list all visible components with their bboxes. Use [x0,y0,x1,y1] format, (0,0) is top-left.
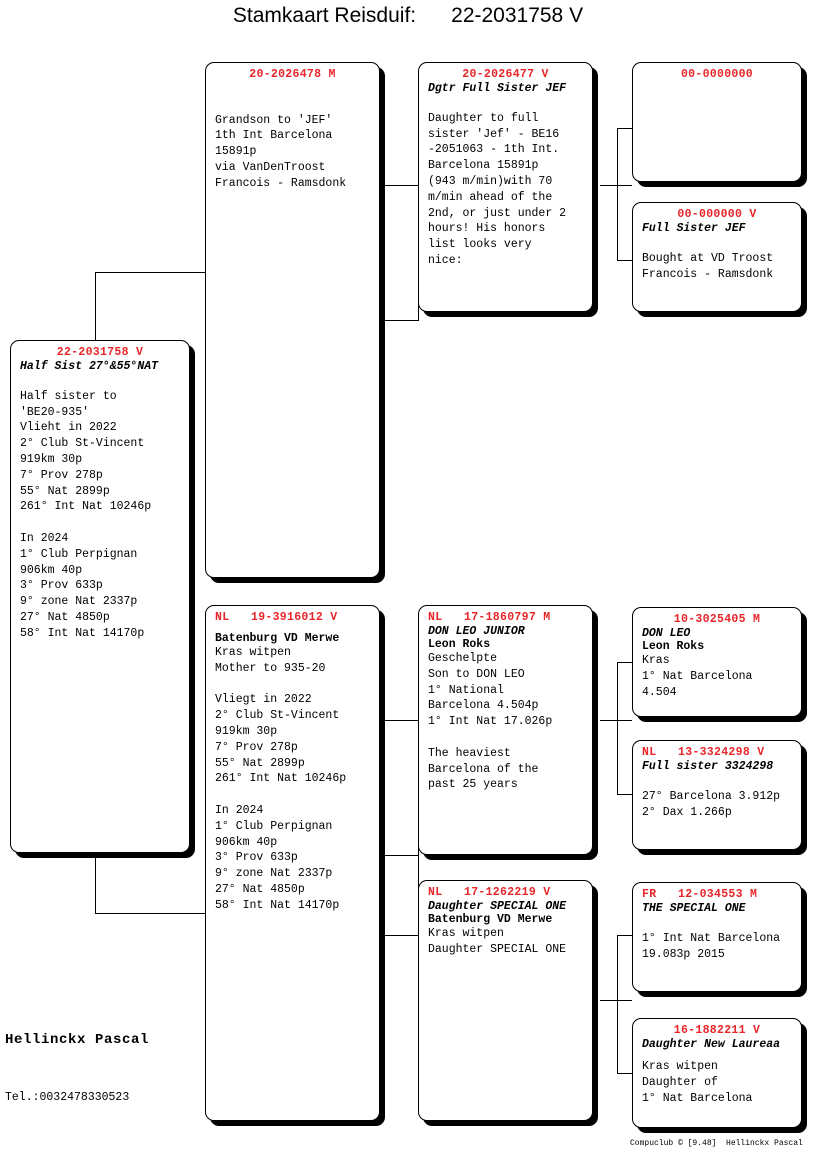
owner-phone: Tel.:0032478330523 [5,1091,130,1104]
pigeon-description: Daughter to full sister 'Jef' - BE16 -20… [428,111,567,267]
pigeon-subtitle: Dgtr Full Sister JEF [428,82,567,95]
connector-damsire-stem [600,720,632,721]
pedigree-box-dam[interactable]: NL 19-3916012 V Batenburg VD Merwe Kras … [205,605,380,1121]
spacer [419,95,592,111]
spacer [11,373,189,389]
connector-siresire-stem [600,185,632,186]
connector-subject-bottom [95,913,205,914]
pigeon-subtitle: Half Sist 27°&55°NAT [20,360,159,373]
spacer [633,915,801,931]
connector-sire-to-sire-sire [385,185,418,186]
pigeon-description: Geschelpte Son to DON LEO 1° National Ba… [428,652,553,792]
connector-subject-stem [95,272,96,340]
connector-damdam-stem [600,1000,632,1001]
ring-number: 20-2026477 V [462,68,549,81]
ring-number: NL 17-1860797 M [428,611,551,624]
pedigree-box-sire-sire-sire[interactable]: 00-0000000 [632,62,802,182]
connector-siresire-bracket [617,128,618,260]
ring-number: 00-000000 V [677,208,757,221]
spacer [206,81,379,97]
pigeon-subtitle: DON LEO JUNIOR [428,625,525,638]
connector-siresire-to-dam [617,260,632,261]
connector-damdam-to-sire [617,935,632,936]
connector-dam-stem [385,855,418,856]
pigeon-description: Grandson to 'JEF' 1th Int Barcelona 1589… [215,113,347,190]
pigeon-description: Kras witpen Daughter of 1° Nat Barcelona [642,1060,753,1105]
pigeon-subtitle: DON LEO [642,627,691,640]
pigeon-description: 27° Barcelona 3.912p 2° Dax 1.266p [642,789,781,819]
breeder-name: Batenburg VD Merwe [215,632,340,645]
pigeon-subtitle: THE SPECIAL ONE [642,902,746,915]
spacer [633,235,801,251]
connector-subject-stem-lower [95,856,96,914]
connector-damsire-bracket [617,662,618,794]
spacer [206,97,379,113]
ring-number: 10-3025405 M [673,613,761,626]
ring-number: NL 17-1262219 V [428,886,551,899]
pedigree-box-dam-dam-dam[interactable]: 16-1882211 V Daughter New Laureaa Kras w… [632,1018,802,1128]
connector-dam-to-damdam [385,935,418,936]
ring-number: 16-1882211 V [673,1024,761,1037]
breeder-name: Batenburg VD Merwe [428,913,553,926]
pigeon-subtitle: Daughter New Laureaa [642,1038,781,1051]
spacer [633,1051,801,1059]
pedigree-box-sire-sire[interactable]: 20-2026477 V Dgtr Full Sister JEF Daught… [418,62,593,312]
connector-sire-stem [385,320,418,321]
pigeon-description: Kras witpen Daughter SPECIAL ONE [428,927,567,956]
connector-damdam-bracket [617,935,618,1073]
pedigree-box-dam-dam-sire[interactable]: FR 12-034553 M THE SPECIAL ONE 1° Int Na… [632,882,802,992]
software-credit: Compuclub © [9.48] Hellinckx Pascal [630,1139,803,1148]
pedigree-box-sire-sire-dam[interactable]: 00-000000 V Full Sister JEF Bought at VD… [632,202,802,312]
ring-number: NL 13-3324298 V [642,746,765,759]
ring-number: 00-0000000 [680,68,753,81]
spacer [633,82,801,98]
connector-subject-top [95,272,205,273]
spacer [633,773,801,789]
connector-damdam-to-dam [617,1073,632,1074]
connector-damsire-to-sire [617,662,632,663]
connector-siresire-to-sire [617,128,632,129]
connector-damsire-to-dam [617,794,632,795]
ring-number: 22-2031758 V [56,346,144,359]
ring-number: 20-2026478 M [249,68,336,81]
page-title: Stamkaart Reisduif: 22-2031758 V [232,4,584,27]
pigeon-description: Bought at VD Troost Francois - Ramsdonk [642,251,774,281]
pedigree-box-dam-dam[interactable]: NL 17-1262219 V Daughter SPECIAL ONE Bat… [418,880,593,1121]
pigeon-description: Kras 1° Nat Barcelona 4.504 [642,654,753,699]
spacer [206,624,379,632]
pedigree-box-dam-sire[interactable]: NL 17-1860797 M DON LEO JUNIOR Leon Roks… [418,605,593,855]
ring-number: FR 12-034553 M [642,888,758,901]
breeder-name: Leon Roks [642,640,705,653]
pigeon-description: Half sister to 'BE20-935' Vlieht in 2022… [20,389,152,640]
pedigree-box-dam-sire-dam[interactable]: NL 13-3324298 V Full sister 3324298 27° … [632,740,802,850]
owner-name: Hellinckx Pascal [5,1032,150,1048]
ring-number: NL 19-3916012 V [215,611,338,624]
pigeon-subtitle: Daughter SPECIAL ONE [428,900,567,913]
pigeon-description: 1° Int Nat Barcelona 19.083p 2015 [642,931,781,961]
pigeon-subtitle: Full Sister JEF [642,222,746,235]
connector-dam-to-damsire [385,720,418,721]
pedigree-box-sire[interactable]: 20-2026478 M Grandson to 'JEF' 1th Int B… [205,62,380,578]
pigeon-description: Kras witpen Mother to 935-20 Vliegt in 2… [215,646,347,912]
breeder-name: Leon Roks [428,638,491,651]
pedigree-box-subject[interactable]: 22-2031758 V Half Sist 27°&55°NAT Half s… [10,340,190,853]
pedigree-box-dam-sire-sire[interactable]: 10-3025405 M DON LEO Leon Roks Kras 1° N… [632,607,802,717]
pigeon-subtitle: Full sister 3324298 [642,760,774,773]
